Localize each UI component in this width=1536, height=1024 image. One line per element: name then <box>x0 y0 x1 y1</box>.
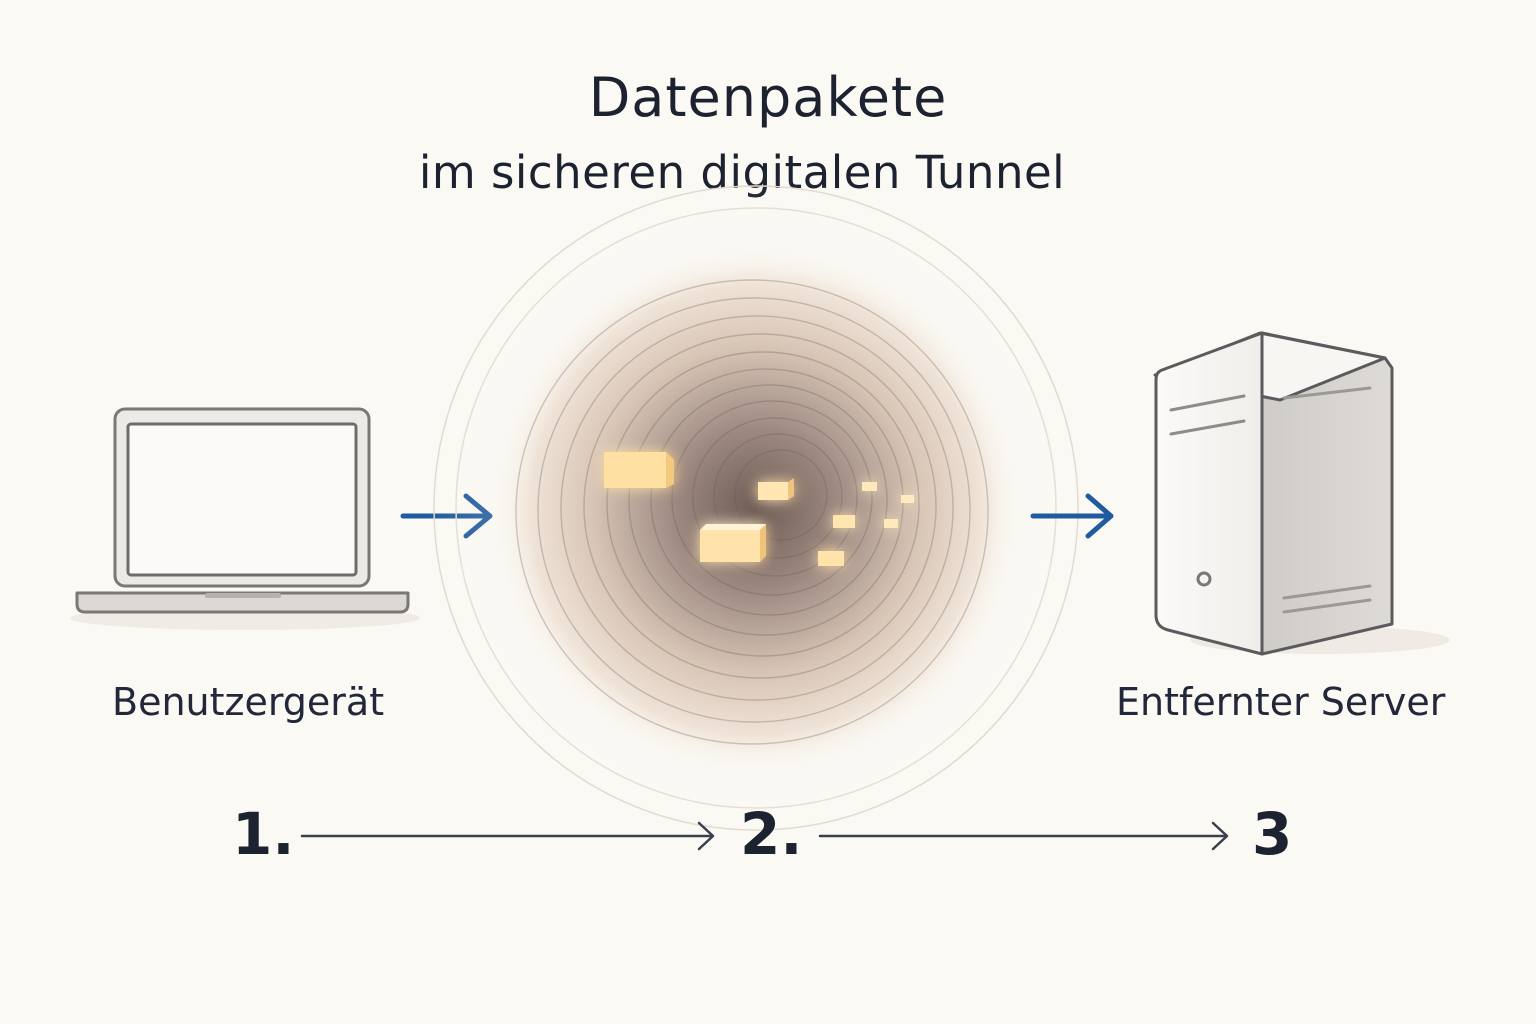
tunnel-icon <box>426 178 1086 838</box>
device-label: Benutzergerät <box>112 680 385 724</box>
step-arrow-1-2 <box>300 821 715 851</box>
packet-icon <box>700 524 766 562</box>
data-packets <box>604 452 914 566</box>
step-arrow-2-3 <box>818 821 1229 851</box>
server-tower-icon <box>1153 331 1450 656</box>
server-label: Entfernter Server <box>1116 680 1446 724</box>
packet-icon <box>901 495 914 503</box>
packet-icon <box>758 478 794 500</box>
diagram-title: Datenpakete <box>588 66 948 129</box>
step-number-2: 2. <box>740 800 803 868</box>
packet-icon <box>862 482 877 491</box>
packet-icon <box>818 551 844 566</box>
step-number-1: 1. <box>232 800 295 868</box>
laptop-icon <box>70 407 420 630</box>
packet-icon <box>884 519 898 528</box>
packet-icon <box>604 452 674 488</box>
flow-arrow-to-server <box>1030 493 1114 539</box>
step-number-3: 3 <box>1252 800 1293 868</box>
packet-icon <box>833 515 855 528</box>
